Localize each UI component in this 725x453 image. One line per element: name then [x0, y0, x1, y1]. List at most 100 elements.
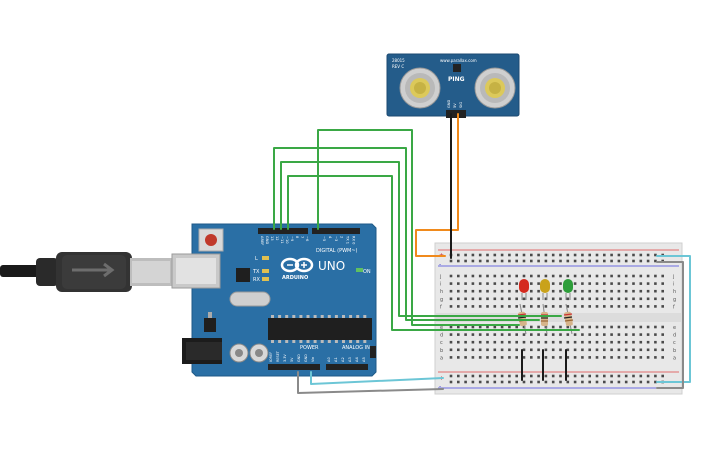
breadboard-hole	[588, 259, 591, 263]
breadboard-hole	[566, 348, 570, 352]
row-letter: g	[673, 297, 676, 303]
digital-pin-label: ~5	[322, 236, 326, 241]
breadboard-hole	[646, 274, 650, 278]
breadboard-hole	[559, 282, 562, 285]
breadboard-hole	[646, 253, 650, 257]
breadboard-hole	[515, 325, 518, 329]
breadboard-hole	[639, 380, 643, 384]
breadboard-hole	[522, 325, 526, 329]
led-l	[262, 256, 269, 260]
breadboard-hole	[551, 259, 555, 263]
breadboard-hole	[508, 289, 511, 293]
breadboard-hole	[581, 289, 584, 293]
breadboard-hole	[617, 380, 621, 384]
digital-pin-label: ~11	[280, 236, 284, 244]
breadboard-hole	[508, 380, 511, 384]
breadboard-hole	[617, 282, 621, 285]
breadboard-hole	[530, 274, 533, 278]
breadboard-hole	[559, 274, 562, 278]
sensor-rev: REV C	[392, 64, 404, 69]
breadboard-hole	[515, 282, 518, 285]
chip-pin	[292, 340, 296, 343]
digital-pin-label: ~10	[285, 236, 289, 244]
digital-pin-label: 4	[328, 236, 332, 239]
breadboard-hole	[646, 340, 650, 344]
breadboard-hole	[581, 325, 584, 329]
sensor-pin-label: SIG	[459, 102, 463, 108]
breadboard-hole	[639, 325, 643, 329]
row-letter: d	[440, 333, 443, 339]
breadboard-hole	[515, 380, 518, 384]
breadboard-hole	[515, 356, 518, 359]
breadboard-hole	[486, 305, 489, 308]
breadboard-hole	[449, 380, 453, 384]
breadboard-hole	[654, 325, 657, 329]
breadboard-hole	[588, 348, 591, 352]
breadboard-hole	[566, 259, 570, 263]
breadboard-hole	[581, 274, 584, 278]
breadboard-hole	[537, 333, 540, 336]
voltage-regulator	[204, 318, 216, 332]
breadboard-hole	[581, 356, 584, 359]
breadboard-hole	[471, 340, 475, 344]
breadboard-hole	[515, 374, 518, 378]
breadboard-hole	[661, 297, 664, 301]
row-letter: b	[440, 348, 443, 354]
breadboard-hole	[493, 274, 497, 278]
breadboard-hole	[449, 297, 453, 301]
breadboard-hole	[471, 253, 475, 257]
breadboard-hole	[610, 305, 613, 308]
breadboard-hole	[530, 289, 533, 293]
led-rx	[262, 277, 269, 281]
breadboard-hole	[515, 340, 518, 344]
breadboard-hole	[449, 289, 453, 293]
breadboard-hole	[632, 356, 635, 359]
breadboard-hole	[537, 356, 540, 359]
arduino-logo-text: ARDUINO	[282, 275, 308, 281]
breadboard-hole	[661, 340, 664, 344]
chip-pin	[356, 315, 360, 318]
breadboard-hole	[500, 374, 504, 378]
breadboard-hole	[610, 282, 613, 285]
breadboard-hole	[559, 340, 562, 344]
breadboard-hole	[544, 333, 548, 336]
breadboard-hole	[632, 289, 635, 293]
breadboard-hole	[632, 374, 635, 378]
breadboard-hole	[624, 325, 628, 329]
breadboard-hole	[603, 356, 606, 359]
breadboard-hole	[566, 325, 570, 329]
breadboard-hole	[551, 274, 555, 278]
breadboard-hole	[566, 374, 570, 378]
breadboard-hole	[522, 374, 526, 378]
sensor-transducer-left	[399, 67, 441, 109]
breadboard-hole	[566, 305, 570, 308]
chip-pin	[334, 315, 338, 318]
breadboard-hole	[588, 289, 591, 293]
breadboard-hole	[654, 305, 657, 308]
breadboard-hole	[639, 348, 643, 352]
led-yellow	[540, 279, 550, 300]
row-letter: c	[673, 340, 676, 346]
breadboard-hole	[537, 289, 540, 293]
breadboard-hole	[610, 348, 613, 352]
breadboard-hole	[449, 305, 453, 308]
breadboard-hole	[508, 297, 511, 301]
breadboard-hole	[617, 305, 621, 308]
breadboard-hole	[595, 289, 599, 293]
breadboard-hole	[530, 253, 533, 257]
power-pin-label: 5V	[290, 357, 294, 362]
breadboard-hole	[654, 348, 657, 352]
breadboard-hole	[530, 333, 533, 336]
breadboard-hole	[478, 356, 482, 359]
breadboard-hole	[464, 282, 467, 285]
breadboard-hole	[551, 305, 555, 308]
breadboard-hole	[566, 380, 570, 384]
breadboard-hole	[603, 348, 606, 352]
breadboard-hole	[551, 253, 555, 257]
chip-pin	[271, 315, 274, 318]
breadboard-hole	[544, 305, 548, 308]
breadboard-hole	[493, 340, 497, 344]
breadboard-hole	[515, 253, 518, 257]
breadboard-hole	[617, 253, 621, 257]
rail-minus-top: -	[439, 261, 441, 268]
